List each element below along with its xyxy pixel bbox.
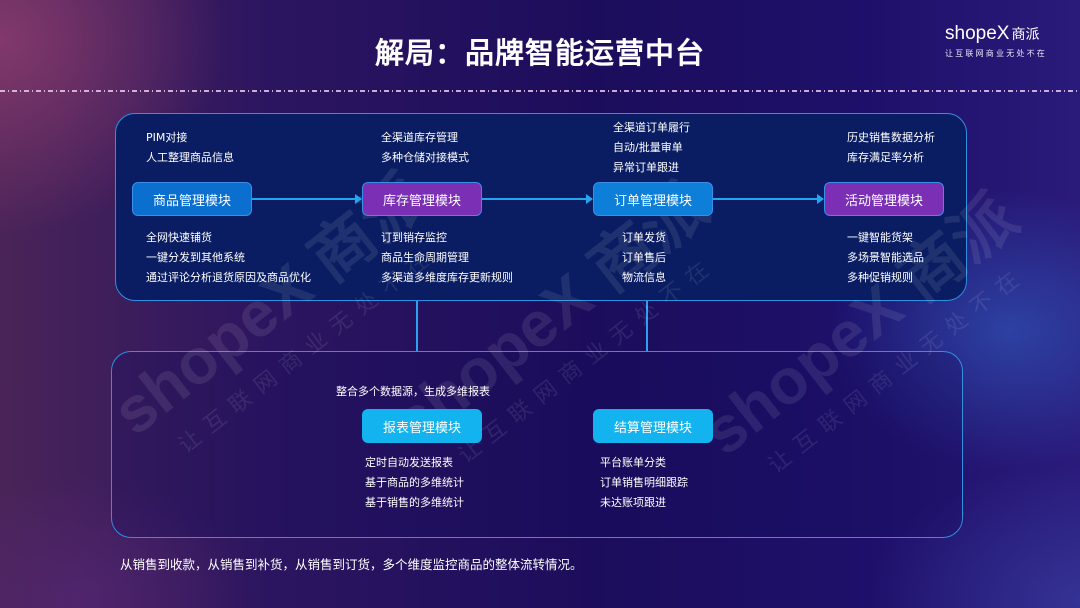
list-item: 商品生命周期管理: [381, 251, 469, 264]
list-item: 订单发货: [622, 231, 666, 244]
list-item: 历史销售数据分析: [847, 131, 935, 144]
campaign-module-above-list: 历史销售数据分析 库存满足率分析: [847, 128, 935, 168]
logo-brand-cn: 商派: [1011, 27, 1040, 43]
list-item: 多种仓储对接模式: [381, 151, 469, 164]
order-management-module[interactable]: 订单管理模块: [593, 182, 713, 216]
list-item: 物流信息: [622, 271, 666, 284]
order-module-below-list: 订单发货 订单售后 物流信息: [622, 228, 666, 288]
list-item: 全网快速铺货: [146, 231, 212, 244]
list-item: 基于商品的多维统计: [365, 476, 464, 489]
connector-line-left: [416, 301, 418, 352]
flow-arrow-icon: [252, 194, 362, 204]
list-item: 异常订单跟进: [613, 161, 679, 174]
list-item: 平台账单分类: [600, 456, 666, 469]
product-module-below-list: 全网快速铺货 一键分发到其他系统 通过评论分析退货原因及商品优化: [146, 228, 311, 288]
page-title: 解局：品牌智能运营中台: [374, 36, 705, 70]
list-item: 全渠道订单履行: [613, 121, 690, 134]
list-item: PIM对接: [146, 131, 188, 144]
list-item: 定时自动发送报表: [365, 456, 453, 469]
title-divider: [0, 90, 1080, 92]
inventory-module-below-list: 订到销存监控 商品生命周期管理 多渠道多维度库存更新规则: [381, 228, 513, 288]
report-management-module[interactable]: 报表管理模块: [362, 409, 482, 443]
list-item: 订单销售明细跟踪: [600, 476, 688, 489]
campaign-module-below-list: 一键智能货架 多场景智能选品 多种促销规则: [847, 228, 924, 288]
campaign-management-module[interactable]: 活动管理模块: [824, 182, 944, 216]
list-item: 一键分发到其他系统: [146, 251, 245, 264]
list-item: 一键智能货架: [847, 231, 913, 244]
list-item: 基于销售的多维统计: [365, 496, 464, 509]
connector-line-right: [646, 301, 648, 352]
settlement-management-module[interactable]: 结算管理模块: [593, 409, 713, 443]
list-item: 订到销存监控: [381, 231, 447, 244]
flow-arrow-icon: [713, 194, 824, 204]
list-item: 自动/批量审单: [613, 141, 683, 154]
logo-brand: shopeX: [945, 23, 1010, 44]
report-module-below-list: 定时自动发送报表 基于商品的多维统计 基于销售的多维统计: [365, 453, 464, 513]
product-management-module[interactable]: 商品管理模块: [132, 182, 252, 216]
list-item: 多种促销规则: [847, 271, 913, 284]
settlement-module-below-list: 平台账单分类 订单销售明细跟踪 未达账项跟进: [600, 453, 688, 513]
order-module-above-list: 全渠道订单履行 自动/批量审单 异常订单跟进: [613, 118, 690, 178]
flow-arrow-icon: [482, 194, 593, 204]
inventory-module-above-list: 全渠道库存管理 多种仓储对接模式: [381, 128, 469, 168]
product-module-above-list: PIM对接 人工整理商品信息: [146, 128, 234, 168]
logo-slogan: 让互联网商业无处不在: [945, 49, 1047, 58]
list-item: 全渠道库存管理: [381, 131, 458, 144]
list-item: 多场景智能选品: [847, 251, 924, 264]
list-item: 通过评论分析退货原因及商品优化: [146, 271, 311, 284]
list-item: 多渠道多维度库存更新规则: [381, 271, 513, 284]
list-item: 未达账项跟进: [600, 496, 666, 509]
list-item: 人工整理商品信息: [146, 151, 234, 164]
bottom-flow-panel: [111, 351, 963, 538]
list-item: 订单售后: [622, 251, 666, 264]
inventory-management-module[interactable]: 库存管理模块: [362, 182, 482, 216]
list-item: 库存满足率分析: [847, 151, 924, 164]
summary-caption: 从销售到收款，从销售到补货，从销售到订货，多个维度监控商品的整体流转情况。: [120, 557, 583, 572]
report-module-note: 整合多个数据源，生成多维报表: [336, 385, 490, 398]
